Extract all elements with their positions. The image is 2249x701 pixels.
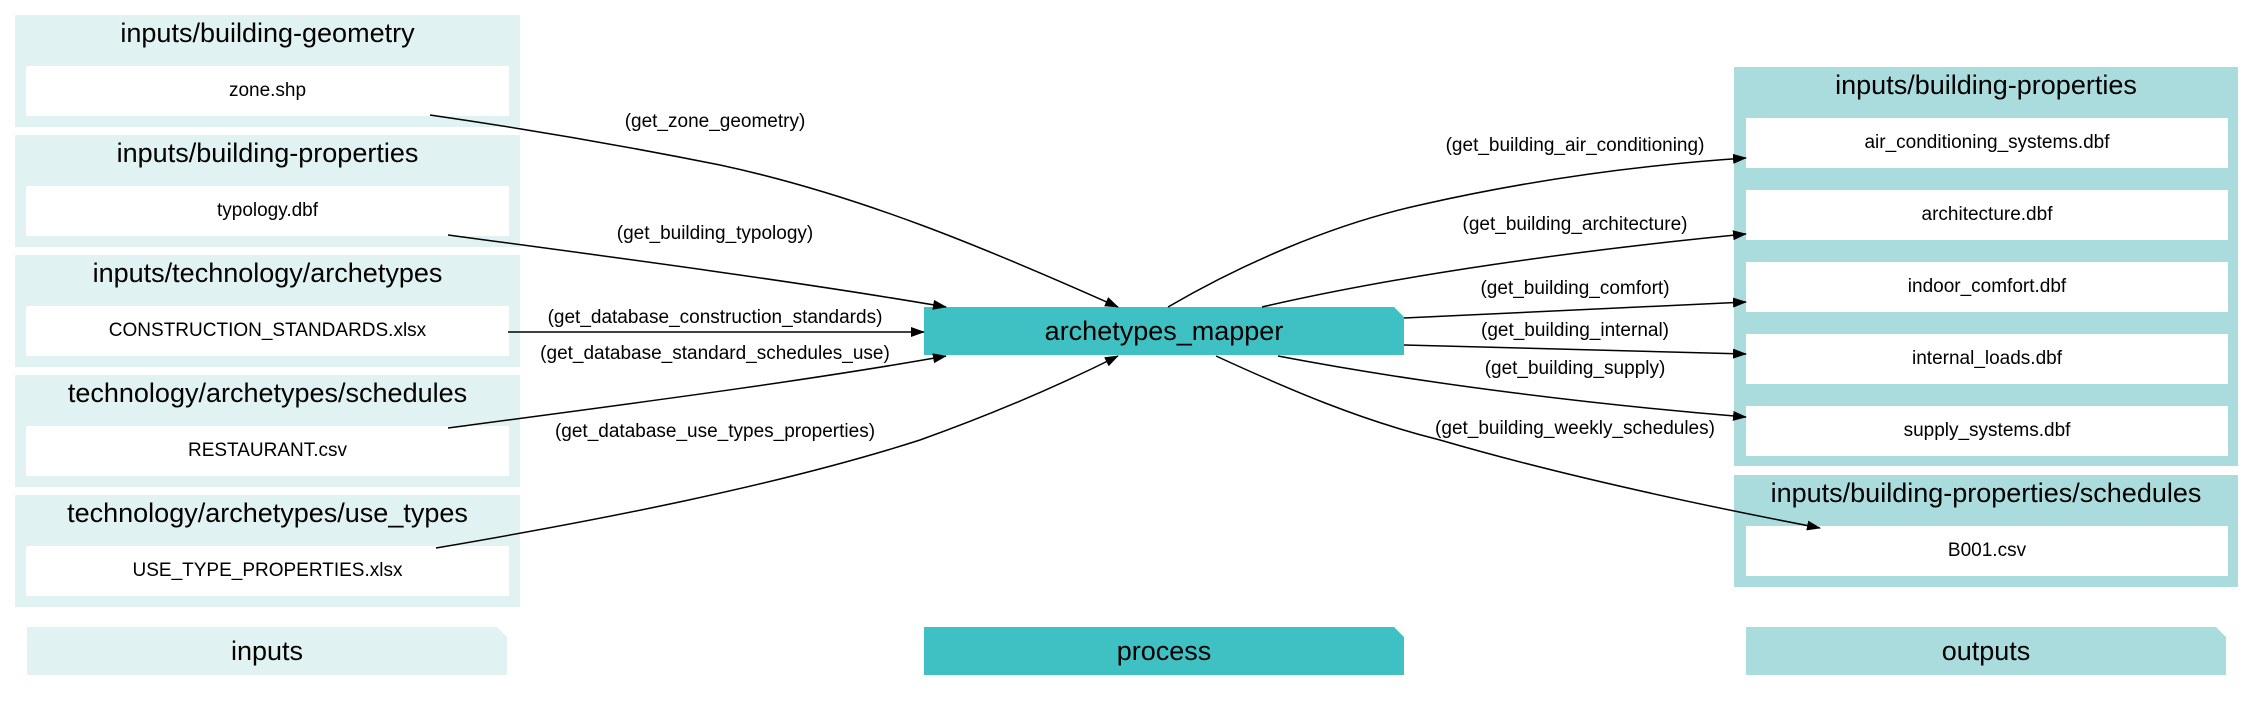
note-fold-icon <box>2216 627 2226 637</box>
edge-label-use-types-properties: (get_database_use_types_properties) <box>554 421 876 442</box>
edge-label-construction-standards: (get_database_construction_standards) <box>547 307 883 328</box>
cluster-title: technology/archetypes/schedules <box>67 378 468 408</box>
input-cluster-archetypes-schedules: technology/archetypes/schedules RESTAURA… <box>15 375 520 487</box>
edge-label-building-internal: (get_building_internal) <box>1480 320 1670 341</box>
file-construction-standards[interactable]: CONSTRUCTION_STANDARDS.xlsx <box>26 306 509 356</box>
edge-label-zone-geometry: (get_zone_geometry) <box>624 111 806 132</box>
output-cluster-building-properties: inputs/building-properties air_condition… <box>1734 67 2238 466</box>
edge-building-comfort <box>1403 297 1747 319</box>
edge-label-building-air-conditioning: (get_building_air_conditioning) <box>1445 135 1705 156</box>
legend-inputs-label: inputs <box>230 635 304 666</box>
note-fold-icon <box>497 627 507 637</box>
edge-building-supply <box>1277 355 1747 421</box>
cluster-title: inputs/technology/archetypes <box>92 258 443 288</box>
input-cluster-technology-archetypes: inputs/technology/archetypes CONSTRUCTIO… <box>15 255 520 367</box>
file-architecture[interactable]: architecture.dbf <box>1746 190 2228 240</box>
file-air-conditioning-systems[interactable]: air_conditioning_systems.dbf <box>1746 118 2228 168</box>
file-use-type-properties[interactable]: USE_TYPE_PROPERTIES.xlsx <box>26 546 509 596</box>
edge-label-building-comfort: (get_building_comfort) <box>1480 278 1670 299</box>
edge-label-building-typology: (get_building_typology) <box>616 223 814 244</box>
edge-label-standard-schedules-use: (get_database_standard_schedules_use) <box>540 343 890 364</box>
input-cluster-archetypes-use-types: technology/archetypes/use_types USE_TYPE… <box>15 495 520 607</box>
process-label: archetypes_mapper <box>1044 315 1284 346</box>
cluster-title: inputs/building-properties <box>1835 70 2137 100</box>
note-fold-icon <box>1394 307 1404 317</box>
edge-label-building-architecture: (get_building_architecture) <box>1462 214 1688 235</box>
file-typology-dbf[interactable]: typology.dbf <box>26 186 509 236</box>
file-b001-csv[interactable]: B001.csv <box>1746 526 2228 576</box>
file-internal-loads[interactable]: internal_loads.dbf <box>1746 334 2228 384</box>
edge-building-typology <box>447 234 947 310</box>
file-zone-shp[interactable]: zone.shp <box>26 66 509 116</box>
edge-building-air-conditioning <box>1167 153 1747 308</box>
input-cluster-building-geometry: inputs/building-geometry zone.shp <box>15 15 520 127</box>
legend-inputs: inputs <box>27 627 507 675</box>
cluster-title: inputs/building-properties/schedules <box>1770 478 2202 508</box>
legend-outputs-label: outputs <box>1941 635 2031 666</box>
cluster-title: inputs/building-properties <box>116 138 419 168</box>
edge-use-types-properties <box>435 355 1119 549</box>
file-restaurant-csv[interactable]: RESTAURANT.csv <box>26 426 509 476</box>
process-node-archetypes-mapper[interactable]: archetypes_mapper <box>924 307 1404 355</box>
edge-building-weekly-schedules <box>1215 355 1821 531</box>
legend-outputs: outputs <box>1746 627 2226 675</box>
edge-zone-geometry <box>429 114 1119 308</box>
cluster-title: inputs/building-geometry <box>120 18 415 48</box>
legend-process-label: process <box>1116 635 1212 666</box>
file-supply-systems[interactable]: supply_systems.dbf <box>1746 406 2228 456</box>
output-cluster-schedules: inputs/building-properties/schedules B00… <box>1734 475 2238 587</box>
edge-label-building-weekly-schedules: (get_building_weekly_schedules) <box>1435 418 1715 439</box>
edge-label-building-supply: (get_building_supply) <box>1484 358 1666 379</box>
cluster-title: technology/archetypes/use_types <box>67 498 468 528</box>
note-fold-icon <box>1394 627 1404 637</box>
legend-process: process <box>924 627 1404 675</box>
edge-building-internal <box>1403 344 1747 359</box>
edge-standard-schedules-use <box>447 353 947 429</box>
edge-building-architecture <box>1261 230 1747 308</box>
file-indoor-comfort[interactable]: indoor_comfort.dbf <box>1746 262 2228 312</box>
input-cluster-building-properties: inputs/building-properties typology.dbf <box>15 135 520 247</box>
